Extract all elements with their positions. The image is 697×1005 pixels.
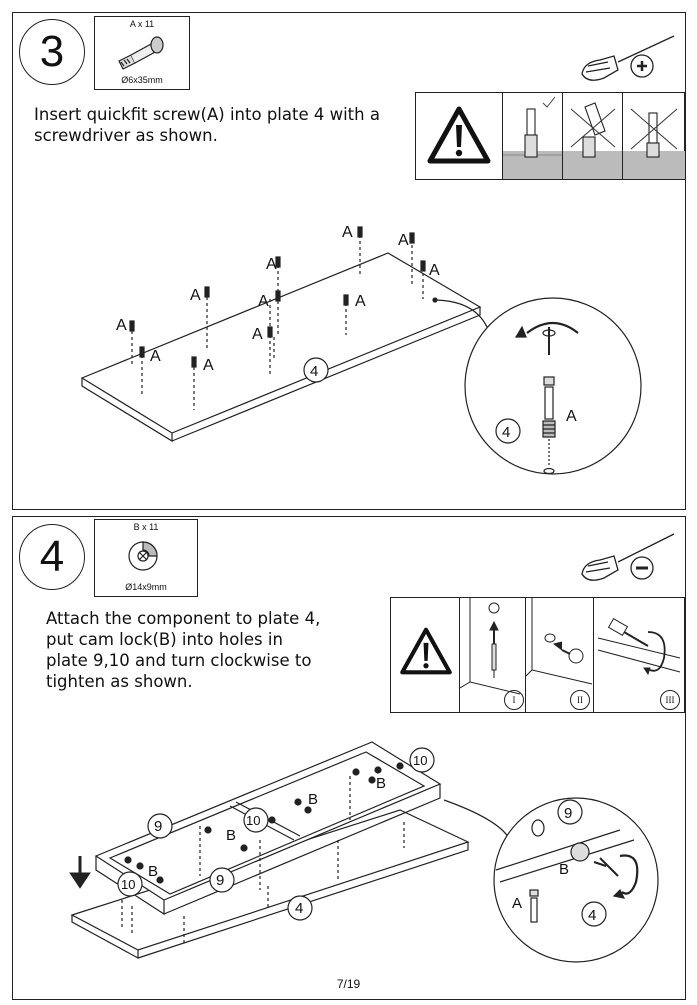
step-4-number: 4: [19, 524, 85, 590]
svg-text:A: A: [190, 287, 201, 304]
step-4-warning-panel: I II III: [390, 597, 685, 713]
warning-cell-correct: [502, 93, 563, 179]
svg-text:4: 4: [295, 900, 303, 917]
svg-text:A: A: [398, 232, 409, 249]
substep-cell-1: I: [459, 598, 526, 712]
step-4-instruction: Attach the component to plate 4, put cam…: [46, 608, 386, 692]
quickfit-screw-icon: [118, 36, 164, 70]
instruction-line-3: plate 9,10 and turn clockwise to: [46, 651, 312, 670]
step-3-hardware-box: A x 11 Ø6x35mm: [94, 16, 190, 90]
detail-zoom-circle: [464, 297, 642, 475]
instruction-line-2: put cam lock(B) into holes in: [46, 630, 283, 649]
svg-text:10: 10: [246, 813, 260, 828]
substep-II-label: II: [570, 690, 590, 710]
step-4-hardware-box: B x 11 Ø14x9mm: [94, 519, 198, 597]
instruction-line-1: Attach the component to plate 4,: [46, 609, 321, 628]
svg-text:10: 10: [121, 877, 135, 892]
warning-cell-wrong-1: [562, 93, 623, 179]
page-number: 7/19: [336, 977, 361, 991]
substep-cell-3: III: [593, 598, 685, 712]
step-3-instruction: Insert quickfit screw(A) into plate 4 wi…: [34, 105, 380, 145]
hardware-qty-label: A x 11: [129, 19, 155, 29]
warning-cell-wrong-2: [622, 93, 685, 179]
phillips-screwdriver-icon: [581, 35, 675, 81]
plate-4-panel: [80, 252, 482, 434]
svg-text:A: A: [429, 262, 440, 279]
svg-text:9: 9: [216, 872, 224, 889]
svg-text:A: A: [258, 293, 269, 310]
hardware-size-label: Ø6x35mm: [121, 75, 163, 85]
step-3-warning-panel: [415, 92, 685, 180]
hardware-qty-label: B x 11: [133, 522, 159, 532]
svg-text:A: A: [266, 256, 277, 273]
svg-text:10: 10: [413, 753, 427, 768]
substep-cell-2: II: [525, 598, 594, 712]
svg-text:A: A: [116, 317, 127, 334]
svg-text:4: 4: [502, 424, 510, 441]
instruction-line-4: tighten as shown.: [46, 672, 193, 691]
svg-text:A: A: [566, 408, 577, 425]
svg-text:A: A: [355, 293, 366, 310]
svg-text:4: 4: [588, 907, 596, 924]
hardware-size-label: Ø14x9mm: [125, 582, 167, 592]
detail-plate-4-circle: [495, 418, 521, 444]
svg-text:B: B: [226, 827, 236, 844]
step-3-frame: [12, 12, 686, 510]
warning-triangle-icon: [400, 627, 452, 675]
svg-text:A: A: [203, 357, 214, 374]
warning-triangle-icon: [427, 106, 491, 164]
svg-text:A: A: [512, 895, 522, 912]
svg-text:A: A: [252, 326, 263, 343]
svg-text:B: B: [308, 791, 318, 808]
flathead-screwdriver-icon: [581, 533, 675, 581]
svg-text:4: 4: [310, 363, 318, 380]
svg-text:B: B: [559, 861, 569, 878]
step-3-illustration: A A A A A A A A A A A A 4 4: [80, 224, 642, 475]
step-4-frame: [12, 516, 686, 1000]
down-arrow-icon: [69, 856, 91, 889]
svg-text:B: B: [376, 775, 386, 792]
svg-text:B: B: [148, 863, 158, 880]
svg-text:9: 9: [154, 818, 162, 835]
cam-lock-icon: [128, 541, 158, 571]
svg-text:A: A: [150, 348, 161, 365]
step-4-illustration: 9 9 10 10 10 4 B B B B 9 B A 4: [69, 741, 659, 963]
svg-text:9: 9: [564, 805, 572, 822]
plate-4-label-circle: [303, 357, 329, 383]
step-3-number: 3: [19, 19, 85, 85]
substep-III-label: III: [660, 690, 680, 710]
substep-I-label: I: [504, 690, 524, 710]
svg-text:A: A: [342, 224, 353, 241]
